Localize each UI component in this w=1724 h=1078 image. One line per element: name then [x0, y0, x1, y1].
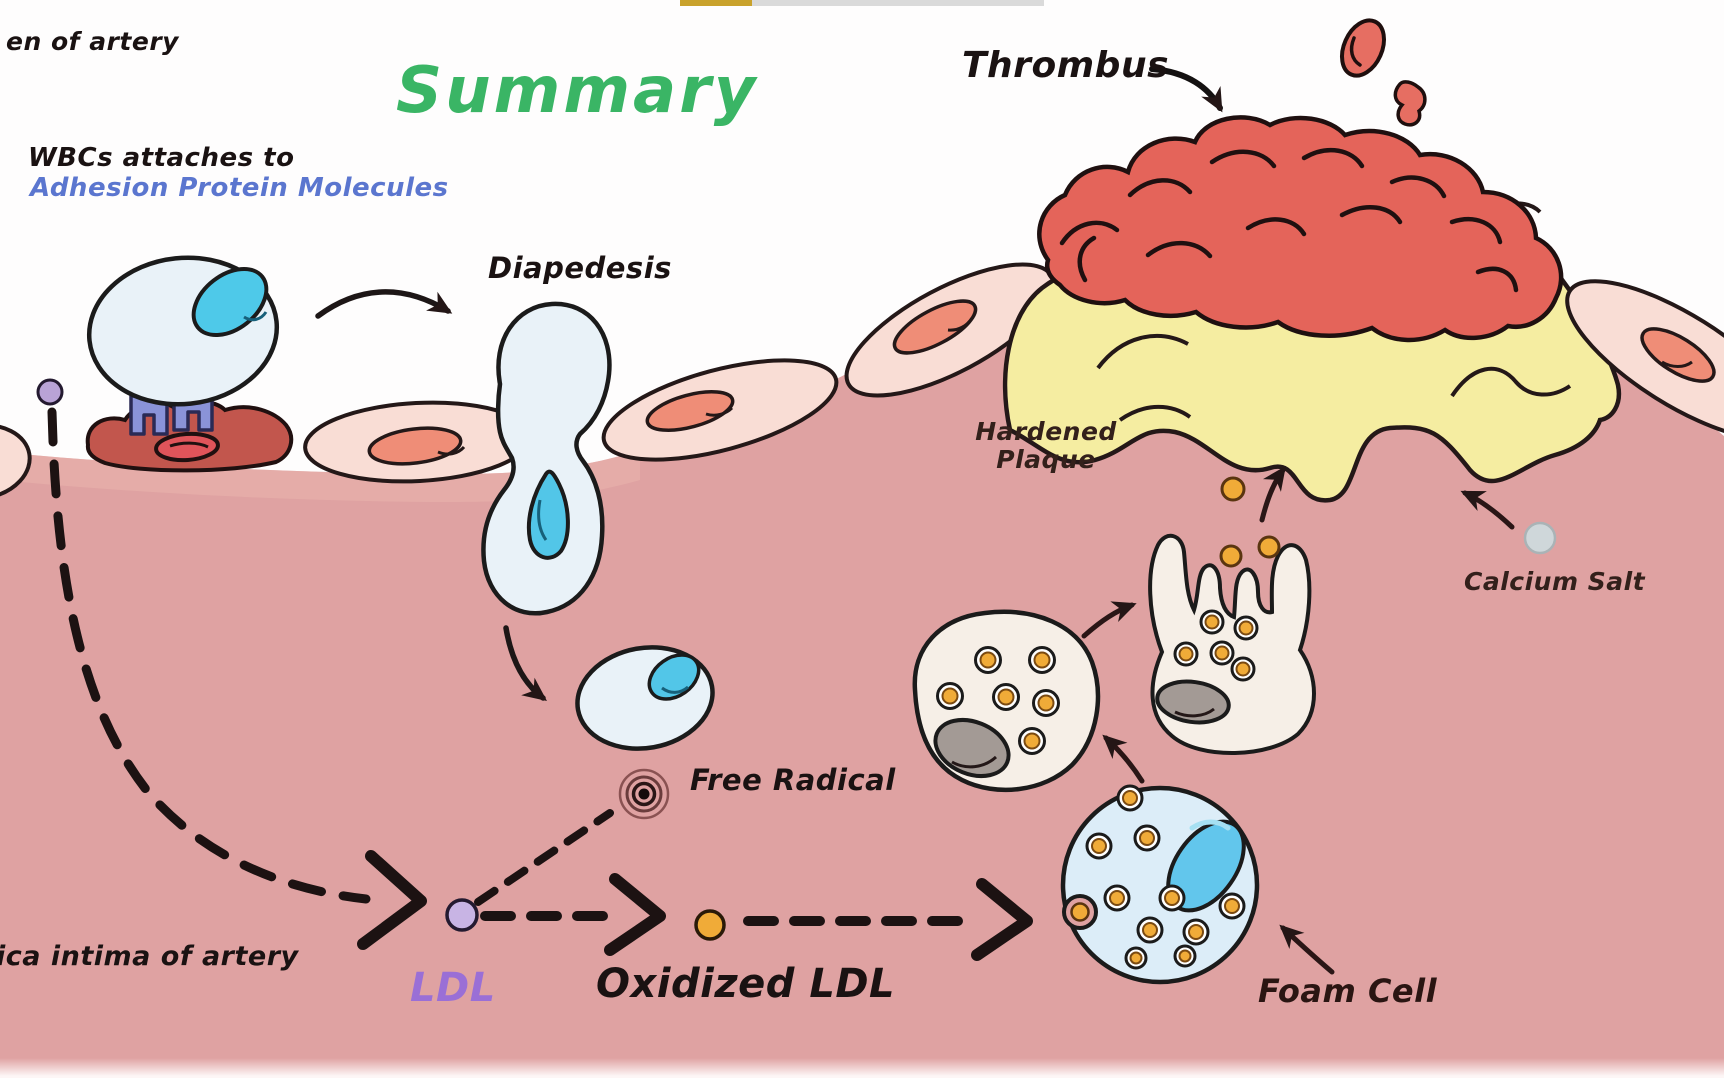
ldl-particle-entering: [36, 378, 64, 406]
lipid-droplets: [1085, 784, 1246, 970]
endothelial-nucleus: [645, 390, 735, 432]
wbc-attached: [86, 255, 280, 407]
foamcell-to-dying-arrow: [1081, 601, 1137, 639]
endothelial-nucleus: [1640, 327, 1716, 383]
engulfed-oxldl-particle: [1070, 902, 1090, 922]
ldl-entry-arrowhead: [357, 850, 427, 950]
foam-cell-main: [1060, 784, 1260, 985]
ldl-label: LDL: [410, 965, 496, 1011]
progress-bar-track[interactable]: [752, 0, 1044, 6]
hardened-plaque-label: Hardened Plaque: [958, 418, 1134, 474]
dyingcell-to-plaque-arrow: [1259, 465, 1286, 523]
monocyte-in-intima: [575, 645, 715, 751]
hardened-plaque-line2: Plaque: [996, 445, 1096, 474]
thrombus-clot: [1037, 115, 1564, 343]
red-blood-cell: [1340, 18, 1386, 78]
wbc-attaches-label: WBCs attaches to: [28, 143, 295, 173]
free-radical-label: Free Radical: [690, 763, 896, 797]
tunica-intima-label: ica intima of artery: [0, 941, 299, 972]
free-radical-icon: [618, 768, 670, 820]
endothelial-cell-left-edge: [0, 423, 32, 501]
thrombus-label-arrow: [1149, 66, 1223, 113]
endothelial-nucleus: [367, 426, 463, 466]
calcium-to-plaque-arrow: [1460, 490, 1515, 530]
summary-title: Summary: [396, 54, 759, 128]
mainfoam-to-upper-arrow: [1102, 734, 1145, 784]
wbc-to-diapedesis-arrow: [315, 289, 453, 319]
lumen-of-artery-label: en of artery: [6, 27, 179, 56]
progress-bar[interactable]: [680, 0, 1044, 6]
oxidized-ldl-label: Oxidized LDL: [596, 961, 896, 1007]
ldl-to-oxldl-arrowhead: [604, 873, 666, 956]
tissue-highlight-band: [0, 450, 640, 502]
diapedesis-wbc-nucleus: [526, 469, 570, 560]
free-radical-dashed-line: [474, 809, 614, 906]
released-lipid-droplets: [1219, 476, 1281, 568]
activated-endothelial-nucleus: [154, 431, 220, 463]
hardened-plaque-line1: Hardened: [975, 417, 1117, 446]
red-blood-cell-small: [1393, 80, 1427, 127]
endothelial-cell-2: [601, 358, 839, 462]
ldl-entry-dashed-path: [47, 407, 371, 904]
adhesion-protein-label: Adhesion Protein Molecules: [30, 173, 449, 203]
oxidized-ldl-particle: [694, 909, 726, 941]
diapedesis-label: Diapedesis: [488, 251, 672, 285]
bottom-fade-strip: [0, 1058, 1724, 1078]
lipid-droplets: [1173, 609, 1259, 682]
lipid-droplets: [936, 646, 1060, 755]
foamcell-label-arrow: [1279, 924, 1335, 975]
dying-foam-cell: [1148, 533, 1316, 755]
oxldl-to-foamcell-arrowhead: [971, 878, 1033, 961]
adhesion-protein-molecules: [129, 391, 214, 436]
calcium-salt-particle: [1523, 521, 1557, 555]
thrombus-label: Thrombus: [962, 45, 1170, 86]
foam-cell-label: Foam Cell: [1258, 972, 1438, 1010]
calcium-salt-label: Calcium Salt: [1464, 567, 1646, 596]
endothelial-cell-4: [1565, 279, 1724, 441]
diapedesis-wbc: [481, 301, 612, 616]
diapedesis-to-monocyte-arrow: [503, 625, 547, 702]
foam-cell-upper: [912, 609, 1101, 793]
progress-bar-played[interactable]: [680, 0, 752, 6]
endothelial-nucleus: [892, 299, 978, 355]
ldl-particle: [445, 898, 479, 932]
